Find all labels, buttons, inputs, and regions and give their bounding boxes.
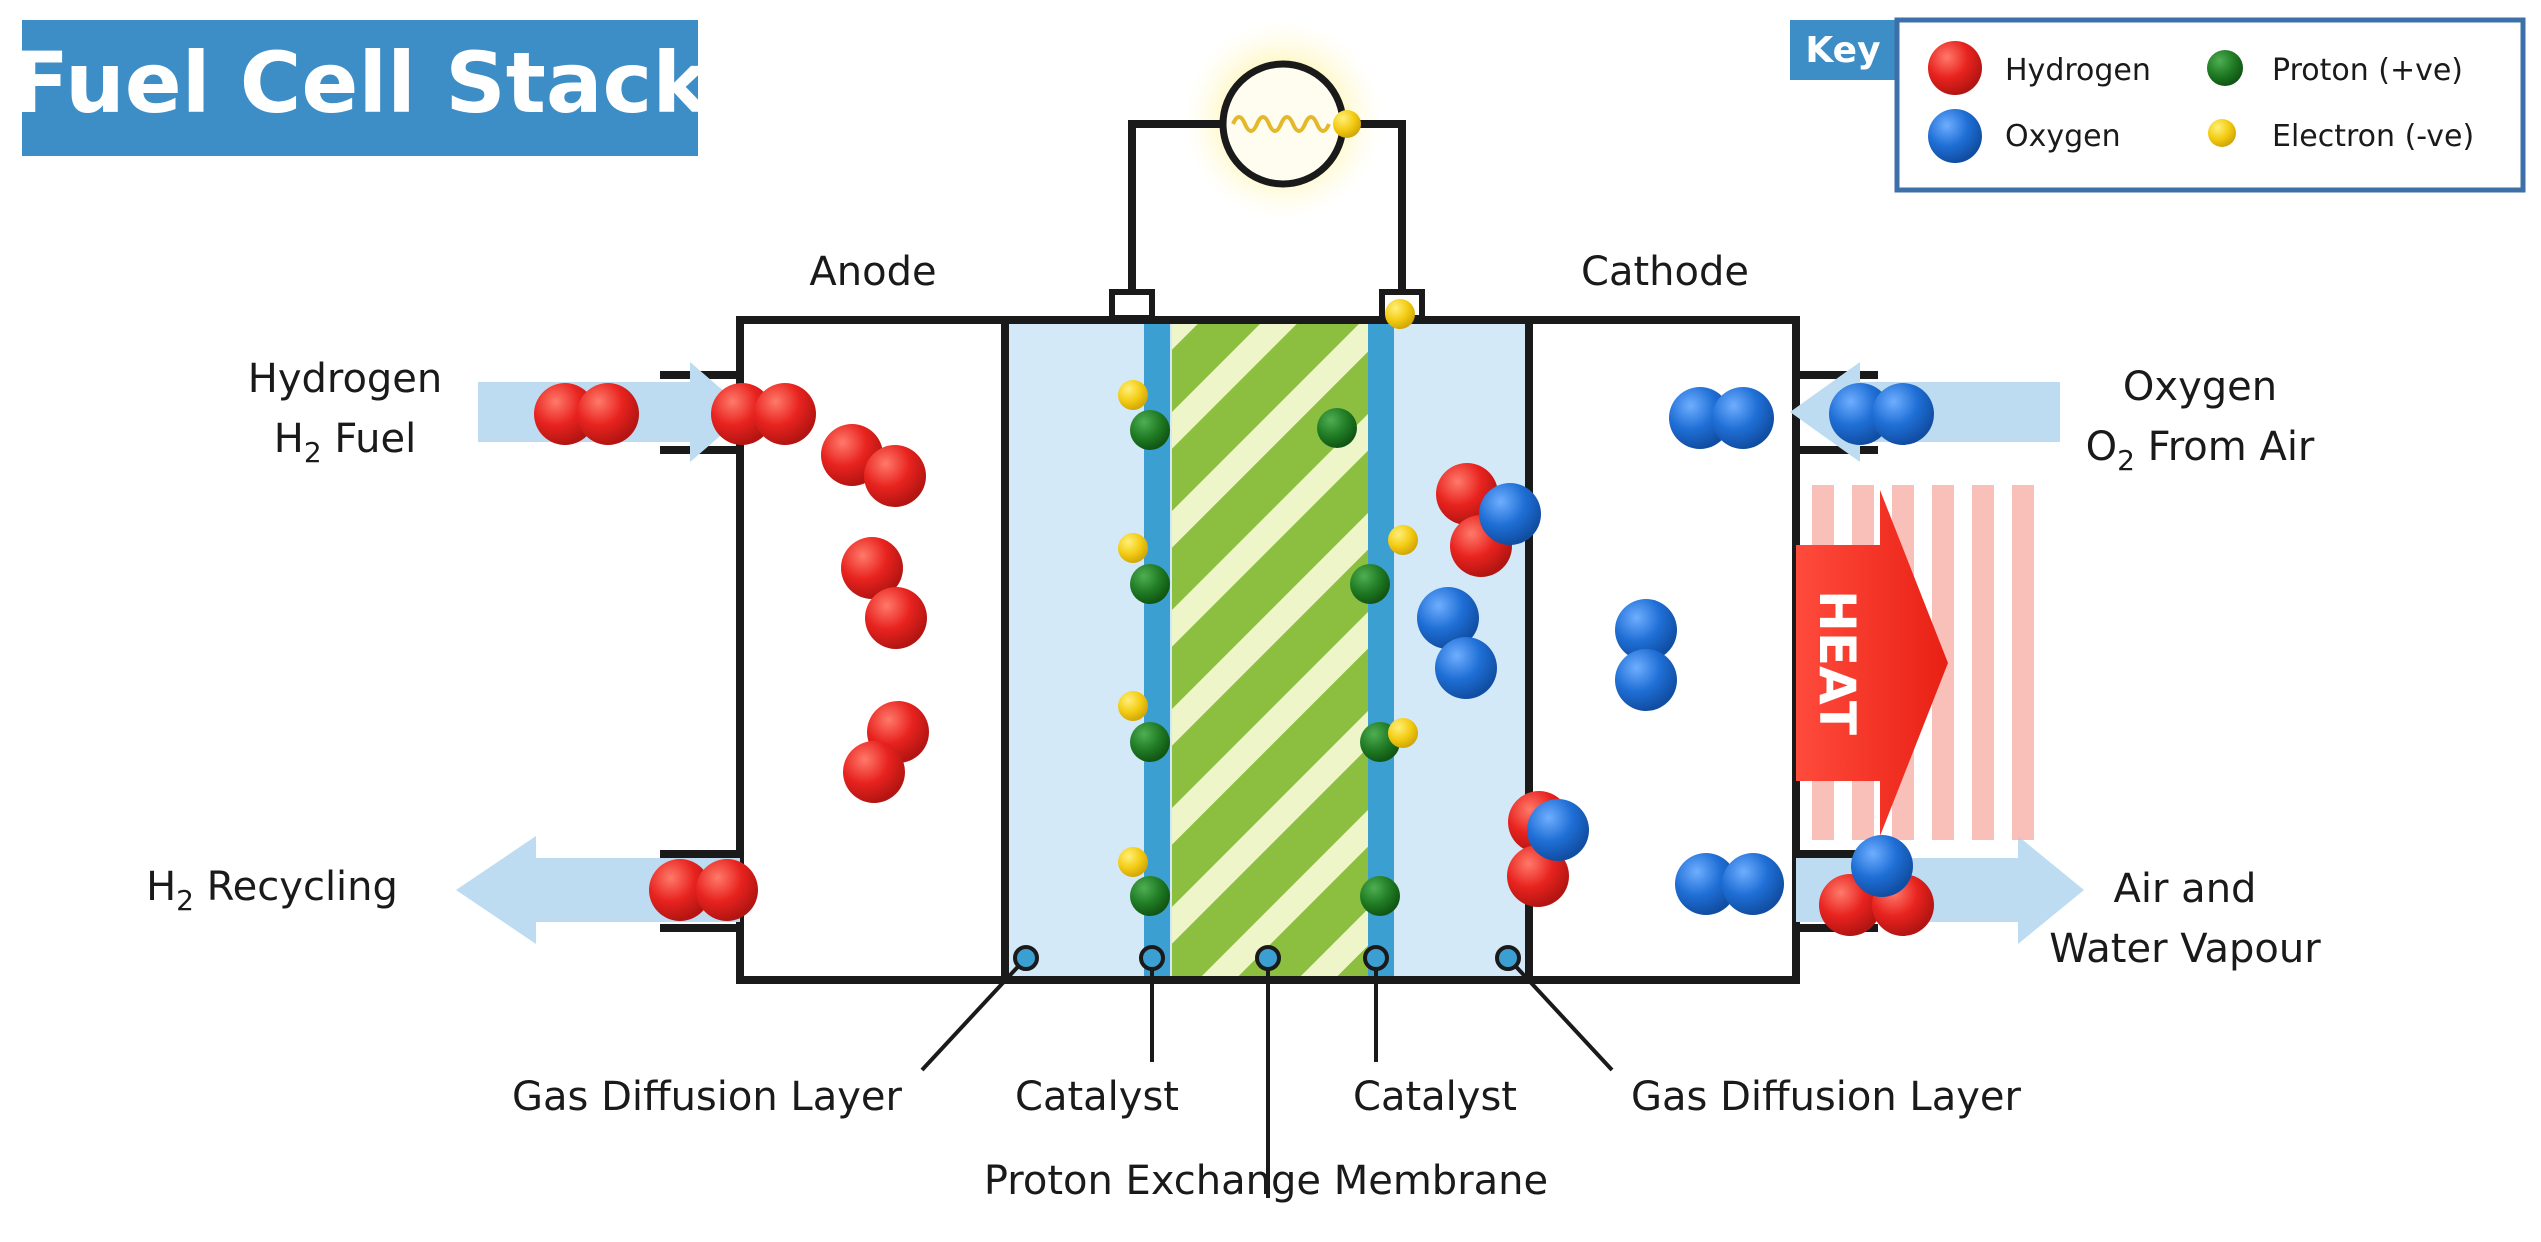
exhaust-label-line2: Water Vapour — [2049, 926, 2321, 972]
wire-left — [1128, 120, 1223, 300]
oxygen-atom — [1669, 387, 1731, 449]
key-proton-swatch — [2207, 50, 2243, 86]
electron — [1388, 525, 1418, 555]
hydrogen-atom — [843, 741, 905, 803]
oxygen-atom — [1872, 383, 1934, 445]
particles — [534, 299, 1934, 936]
heat-label: HEAT — [1808, 590, 1866, 735]
key-heading: Key — [1805, 30, 1880, 71]
exhaust-label-line1: Air and — [2114, 866, 2257, 912]
hydrogen-atom — [534, 383, 596, 445]
proton — [1130, 564, 1170, 604]
title-banner: Fuel Cell Stack — [12, 20, 711, 156]
oxygen-air-label-line2: O2 From Air — [2086, 424, 2315, 477]
oxygen-atom — [1527, 799, 1589, 861]
bulb-filament — [1231, 115, 1331, 133]
hydrogen-fuel-label-line1: Hydrogen — [248, 356, 443, 402]
oxygen-atom — [1722, 853, 1784, 915]
oxygen-atom — [1851, 835, 1913, 897]
callout-dot-catalyst-right — [1363, 945, 1389, 971]
hydrogen-atom — [864, 445, 926, 507]
proton — [1317, 408, 1357, 448]
hydrogen-atom — [577, 383, 639, 445]
oxygen-atom — [1435, 637, 1497, 699]
oxygen-atom — [1712, 387, 1774, 449]
key-electron-label: Electron (-ve) — [2272, 119, 2474, 154]
cathode-label: Cathode — [1581, 249, 1749, 295]
oxygen-air-label-line1: Oxygen — [2123, 364, 2277, 410]
catalyst-left-label: Catalyst — [1015, 1074, 1179, 1120]
hydrogen-atom — [865, 587, 927, 649]
hydrogen-atom — [711, 383, 773, 445]
key-hydrogen-swatch — [1928, 41, 1982, 95]
key-heading-bg — [1790, 20, 1896, 80]
key-proton-label: Proton (+ve) — [2272, 53, 2463, 88]
key-hydrogen-label: Hydrogen — [2005, 53, 2151, 88]
electron — [1118, 847, 1148, 877]
callout-dot-gdl-right — [1495, 945, 1521, 971]
heat-arrow — [1796, 490, 1948, 836]
heat-indicator: HEAT — [1796, 485, 2034, 840]
title-background — [22, 20, 698, 156]
proton — [1130, 876, 1170, 916]
anode-label: Anode — [809, 249, 936, 295]
proton — [1130, 410, 1170, 450]
callout-dot-gdl-left — [1013, 945, 1039, 971]
catalyst-right-label: Catalyst — [1353, 1074, 1517, 1120]
electron — [1118, 691, 1148, 721]
electron — [1118, 533, 1148, 563]
electron — [1118, 380, 1148, 410]
oxygen-atom — [1615, 599, 1677, 661]
proton — [1360, 876, 1400, 916]
anode-terminal — [1109, 289, 1155, 321]
key-oxygen-swatch — [1928, 109, 1982, 163]
oxygen-atom — [1829, 383, 1891, 445]
page-title: Fuel Cell Stack — [12, 34, 711, 132]
callout-dot-catalyst-left — [1139, 945, 1165, 971]
oxygen-atom — [1479, 483, 1541, 545]
callout-line-gdl-right — [1506, 956, 1614, 1072]
layer-callouts — [920, 945, 1614, 1198]
wire-right — [1343, 120, 1406, 300]
hydrogen-fuel-label-line2: H2 Fuel — [274, 416, 417, 469]
electron — [1333, 110, 1361, 138]
key-box — [1894, 17, 2526, 193]
oxygen-atom — [1615, 649, 1677, 711]
electron — [1388, 718, 1418, 748]
gdl-left-label: Gas Diffusion Layer — [512, 1074, 902, 1120]
gdl-right-label: Gas Diffusion Layer — [1631, 1074, 2021, 1120]
callout-line-gdl-left — [920, 956, 1028, 1072]
oxygen-atom — [1675, 853, 1737, 915]
key-oxygen-label: Oxygen — [2005, 119, 2121, 154]
electron — [1385, 299, 1415, 329]
callout-dot-membrane — [1255, 945, 1281, 971]
catalyst-layer-right — [1368, 320, 1394, 980]
key-electron-swatch — [2208, 119, 2236, 147]
hydrogen-atom — [754, 383, 816, 445]
external-circuit — [1109, 20, 1425, 321]
h2-recycling-label: H2 Recycling — [146, 864, 398, 917]
hydrogen-atom — [696, 859, 758, 921]
membrane-label: Proton Exchange Membrane — [984, 1158, 1548, 1204]
proton — [1350, 564, 1390, 604]
proton — [1130, 722, 1170, 762]
oxygen-atom — [1417, 587, 1479, 649]
hydrogen-atom — [649, 859, 711, 921]
hydrogen-atom — [841, 537, 903, 599]
key-legend: Key Hydrogen Proton (+ve) Oxygen Electro… — [1790, 17, 2526, 193]
